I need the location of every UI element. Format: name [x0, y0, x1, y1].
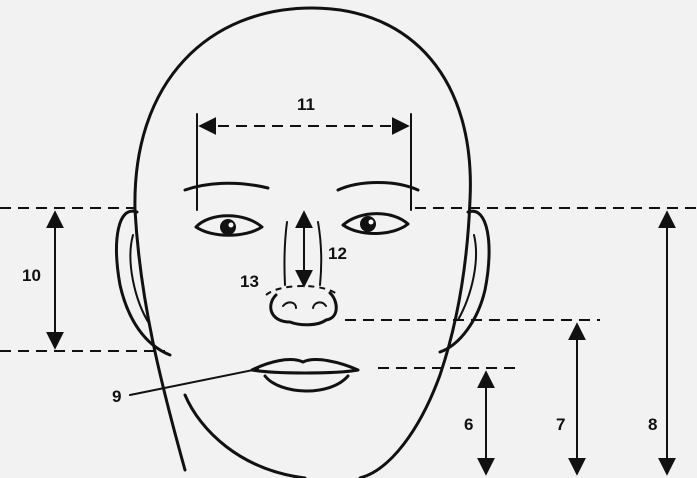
label-11: 11: [297, 95, 315, 114]
nose-base: [271, 293, 337, 325]
label-13: 13: [240, 272, 259, 291]
right-iris: [360, 216, 376, 232]
lower-lip: [265, 376, 348, 391]
right-ear: [440, 211, 489, 352]
left-iris: [220, 219, 236, 235]
upper-lip: [252, 360, 358, 373]
nose-right-line: [318, 222, 321, 285]
jaw-outline: [185, 395, 305, 478]
right-eyebrow: [338, 183, 418, 191]
head-outline: [135, 8, 470, 478]
label-7: 7: [556, 415, 565, 434]
label-10: 10: [22, 266, 41, 285]
label-6: 6: [464, 415, 473, 434]
nose-left-line: [284, 222, 287, 285]
label-8: 8: [648, 415, 657, 434]
label-9: 9: [112, 387, 121, 406]
mouth-pointer-line: [130, 369, 258, 395]
label-12: 12: [328, 244, 347, 263]
nose-width-arc: [266, 286, 338, 295]
